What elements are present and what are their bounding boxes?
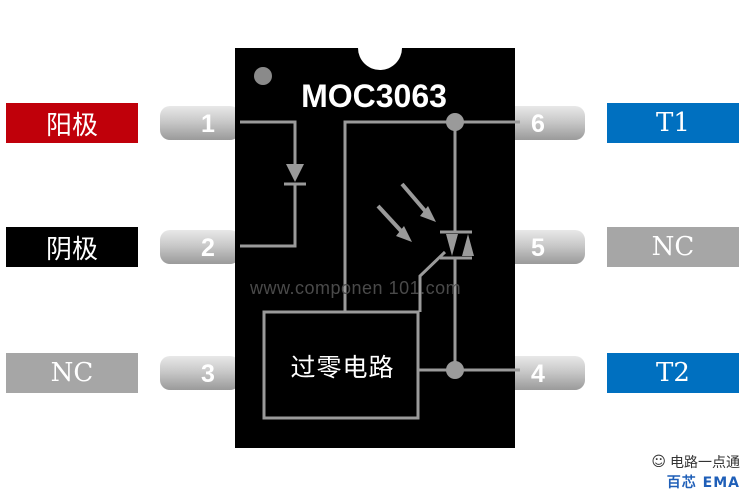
watermark-text: www.componen 101.com bbox=[250, 278, 462, 298]
chip-body bbox=[235, 48, 515, 448]
pin-number-2: 2 bbox=[201, 234, 215, 262]
pin-label-4: T2 bbox=[607, 353, 739, 393]
pin1-marker-dot bbox=[254, 67, 272, 85]
pin-number-6: 6 bbox=[531, 110, 545, 138]
pin-5-lead bbox=[505, 230, 585, 264]
pin-3-lead bbox=[160, 356, 240, 390]
pin-label-6: T1 bbox=[607, 103, 739, 143]
pin-number-3: 3 bbox=[201, 360, 215, 388]
pin-label-1: 阳极 bbox=[6, 103, 138, 143]
brand-account-name: 电路一点通 bbox=[670, 455, 740, 471]
pin-1-lead bbox=[160, 106, 240, 140]
wechat-icon: ☺ bbox=[651, 454, 666, 470]
brand-footer: ☺电路一点通 百芯 EMA bbox=[651, 452, 740, 492]
zero-cross-label: 过零电路 bbox=[290, 353, 395, 382]
brand-logo-text: 百芯 EMA bbox=[666, 475, 740, 491]
pin-label-3: NC bbox=[6, 353, 138, 393]
pin-number-5: 5 bbox=[531, 234, 545, 262]
wire-pin1-to-led bbox=[240, 120, 297, 164]
triac-symbol bbox=[440, 230, 474, 260]
pin-number-4: 4 bbox=[531, 360, 545, 388]
wire-triac-gate bbox=[418, 250, 447, 312]
zero-cross-block bbox=[262, 310, 420, 420]
pin-2-lead bbox=[160, 230, 240, 264]
pin-label-2: 阴极 bbox=[6, 227, 138, 267]
internal-circuit bbox=[240, 120, 520, 420]
wire-led-to-pin2 bbox=[240, 184, 297, 248]
junction-dot-bottom bbox=[446, 361, 464, 379]
junction-dot-top bbox=[446, 113, 464, 131]
light-arrows bbox=[376, 182, 436, 242]
pin-label-5: NC bbox=[607, 227, 739, 267]
pin-4-lead bbox=[505, 356, 585, 390]
chip-title: MOC3063 bbox=[301, 78, 447, 114]
pin-number-1: 1 bbox=[201, 110, 215, 138]
wire-t1-to-zc bbox=[343, 120, 455, 312]
pin-6-lead bbox=[505, 106, 585, 140]
led-symbol bbox=[284, 164, 306, 186]
